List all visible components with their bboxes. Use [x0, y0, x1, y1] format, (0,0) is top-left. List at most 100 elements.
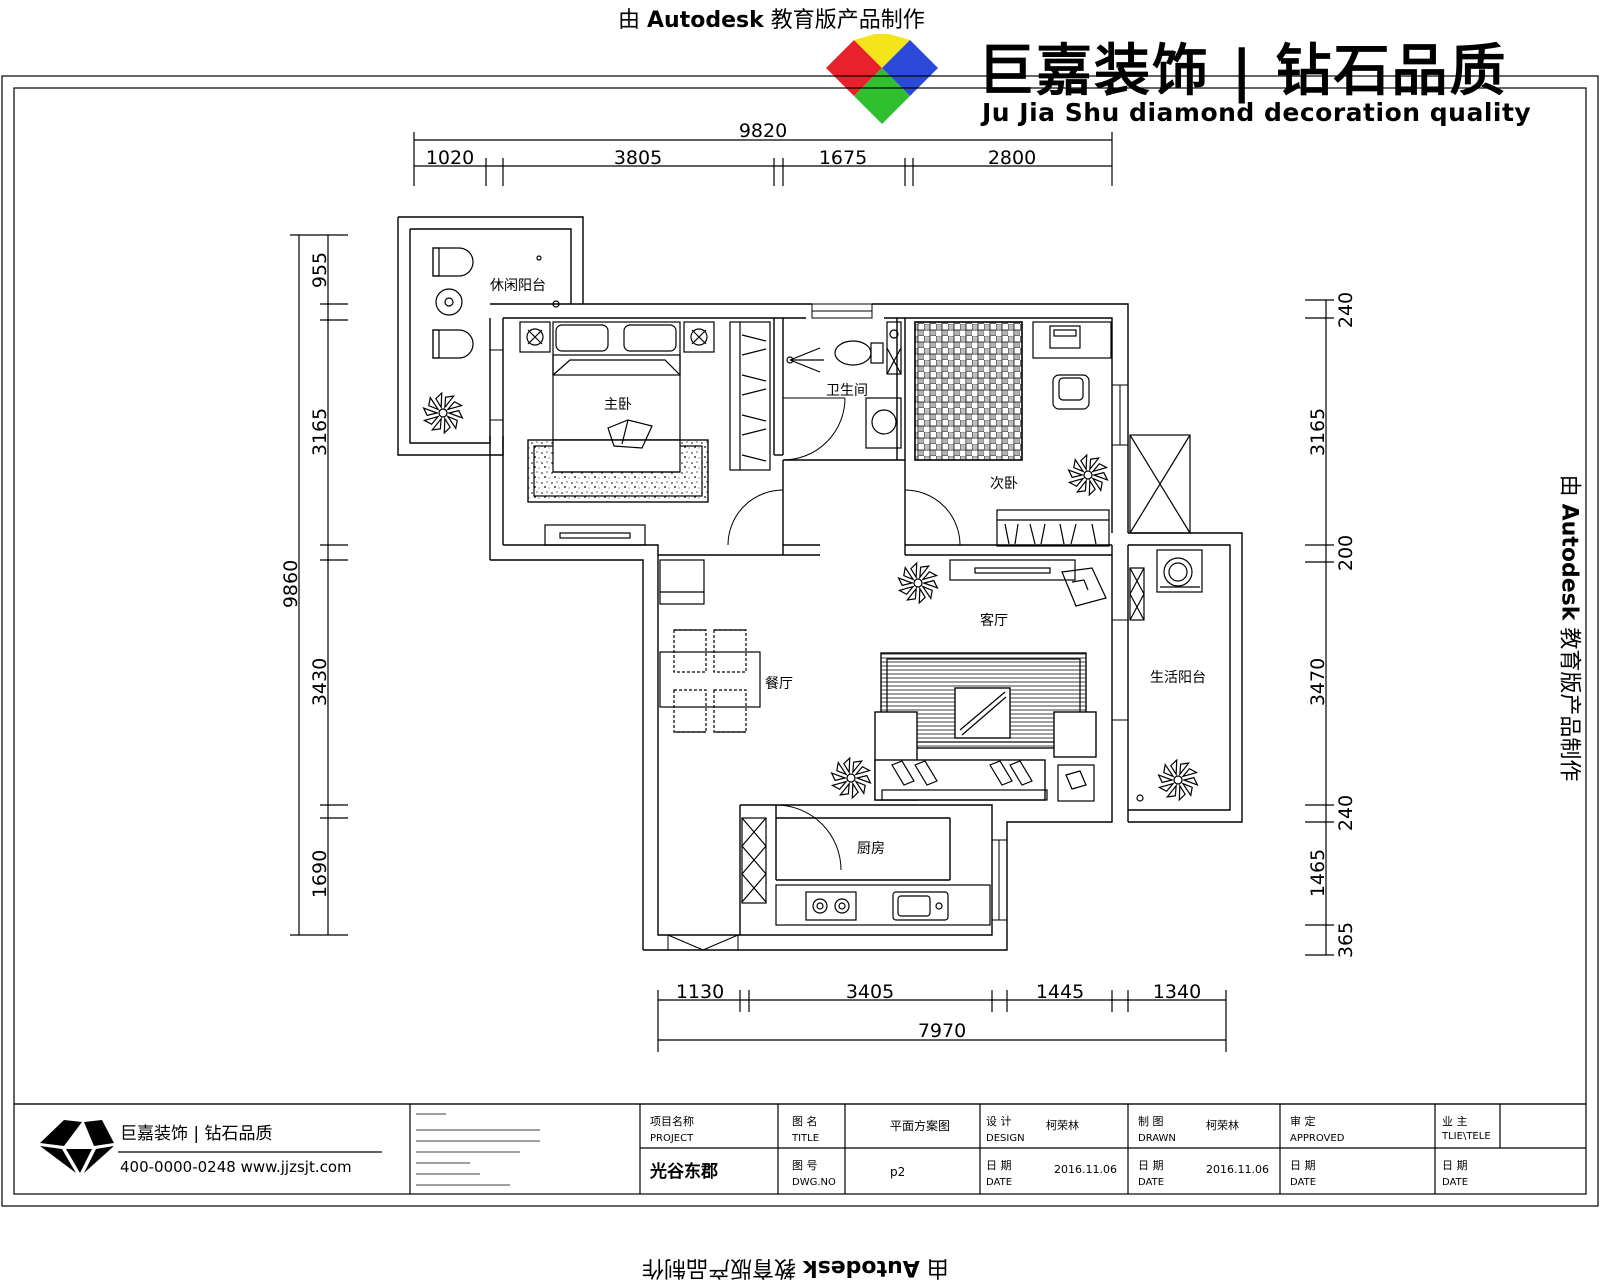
dim-left-3: 3430 — [309, 658, 331, 706]
dim-bottom — [657, 990, 1227, 1052]
second-wardrobe-icon — [996, 509, 1110, 547]
tb-dwg-label-cn: 图 号 — [792, 1159, 818, 1172]
dim-left — [290, 234, 348, 936]
side-table-icon — [1057, 764, 1095, 802]
watermark-top: 由 Autodesk 教育版产品制作 — [618, 2, 925, 34]
tb-drawn-label-cn: 制 图 — [1138, 1115, 1164, 1128]
sofa-icon — [874, 711, 1097, 801]
dim-left-total: 9860 — [280, 560, 302, 608]
tb-date-value-1: 2016.11.06 — [1054, 1163, 1117, 1176]
dim-top-1: 1020 — [426, 147, 474, 169]
dim-left-4: 1690 — [309, 850, 331, 898]
balcony-cabinet-icon — [1129, 567, 1145, 621]
room-label-kitchen: 厨房 — [857, 841, 885, 857]
windows — [489, 303, 1129, 951]
dim-left-2: 3165 — [309, 408, 331, 456]
dim-bottom-4: 1340 — [1153, 981, 1201, 1003]
watermark-suffix: 教育版产品制作 — [770, 8, 925, 33]
dim-bottom-total: 7970 — [918, 1020, 966, 1042]
dim-right-5: 240 — [1335, 795, 1357, 831]
dim-right — [1305, 299, 1334, 956]
pillow-decor-icon — [607, 419, 653, 449]
notes-fine-print — [416, 1113, 540, 1186]
watermark-prefix: 由 — [618, 8, 641, 33]
bathroom-sink-icon — [865, 397, 902, 449]
tb-company: 巨嘉装饰 | 钻石品质 — [120, 1124, 273, 1144]
tb-drawn-label-en: DRAWN — [1138, 1133, 1176, 1144]
dim-bottom-1: 1130 — [676, 981, 724, 1003]
dim-right-3: 200 — [1335, 535, 1357, 571]
stove-icon — [805, 891, 857, 921]
second-bed-icon — [914, 321, 1023, 461]
watermark-brand: Autodesk — [647, 8, 764, 33]
tb-date-label-en-2: DATE — [1138, 1177, 1165, 1188]
brand-name-cn: 巨嘉装饰 | 钻石品质 — [978, 39, 1508, 104]
room-label-second-bedroom: 次卧 — [990, 476, 1018, 492]
plants — [422, 391, 1199, 802]
plant-icon — [1157, 758, 1199, 802]
tb-approved-label-en: APPROVED — [1290, 1133, 1345, 1144]
tb-design-label-en: DESIGN — [986, 1133, 1025, 1144]
dim-top-4: 2800 — [988, 147, 1036, 169]
master-wardrobe-icon — [729, 321, 771, 471]
dim-top-2: 3805 — [614, 147, 662, 169]
dim-bottom-3: 1445 — [1036, 981, 1084, 1003]
tb-date-label-en-4: DATE — [1442, 1177, 1469, 1188]
walls — [397, 216, 1243, 951]
dim-right-2: 3165 — [1307, 408, 1329, 456]
logo-green-icon — [854, 68, 910, 124]
dim-left-1: 955 — [309, 252, 331, 288]
kitchen-sink-icon — [892, 891, 949, 921]
nightstand-right-icon — [683, 321, 715, 353]
dim-top — [413, 132, 1113, 186]
tb-date-value-2: 2016.11.06 — [1206, 1163, 1269, 1176]
sheet-outer-border — [1, 75, 1599, 1207]
balcony-chair-top-icon — [432, 247, 474, 277]
plant-icon — [830, 756, 872, 800]
tb-title-label-cn: 图 名 — [792, 1115, 818, 1128]
room-label-leisure-balcony: 休闲阳台 — [490, 278, 546, 294]
balcony-chair-bottom-icon — [432, 329, 474, 359]
fridge-icon — [659, 559, 705, 605]
desk-chair-icon — [1052, 374, 1090, 410]
dim-bottom-2: 3405 — [846, 981, 894, 1003]
tb-design-value: 柯荣林 — [1046, 1119, 1079, 1132]
tb-date-label-cn-1: 日 期 — [986, 1159, 1012, 1172]
kitchen-cabinet-icon — [741, 817, 767, 904]
counter-icon — [775, 884, 991, 926]
dim-right-7: 365 — [1335, 922, 1357, 958]
shaft-icon — [1129, 434, 1191, 534]
room-label-master-bedroom: 主卧 — [604, 397, 632, 413]
tb-date-label-cn-4: 日 期 — [1442, 1159, 1468, 1172]
plant-icon — [897, 561, 939, 605]
tb-date-label-cn-3: 日 期 — [1290, 1159, 1316, 1172]
tb-project-label-cn: 项目名称 — [650, 1115, 694, 1128]
logo-yellow-icon — [854, 34, 910, 68]
shower-icon — [786, 347, 824, 373]
title-block-logo-icon — [40, 1120, 114, 1173]
brand-logo — [826, 34, 938, 124]
tb-dwg-label-en: DWG.NO — [792, 1177, 836, 1188]
doors — [727, 397, 961, 871]
plant-icon — [1067, 453, 1109, 497]
tb-date-label-en-1: DATE — [986, 1177, 1013, 1188]
room-label-bathroom: 卫生间 — [826, 383, 868, 399]
room-label-living-room: 客厅 — [980, 612, 1008, 629]
bedroom-tv-cabinet-icon — [544, 524, 646, 546]
tb-drawn-value: 柯荣林 — [1206, 1119, 1239, 1132]
tb-approved-label-cn: 审 定 — [1290, 1115, 1316, 1128]
tb-design-label-cn: 设 计 — [986, 1115, 1012, 1128]
dim-top-total: 9820 — [739, 120, 787, 142]
toilet-icon — [834, 340, 884, 366]
balcony-table-icon — [435, 288, 463, 316]
desk-icon — [1032, 321, 1112, 359]
tb-title-label-en: TITLE — [792, 1133, 820, 1144]
tb-project-label-en: PROJECT — [650, 1133, 694, 1144]
tb-date-label-en-3: DATE — [1290, 1177, 1317, 1188]
title-block — [13, 1103, 1587, 1195]
room-label-dining-room: 餐厅 — [765, 676, 793, 692]
tb-client-label-en: TLIE\TELE — [1442, 1131, 1491, 1142]
tb-contact: 400-0000-0248 www.jjzsjt.com — [120, 1158, 352, 1176]
dim-right-1: 240 — [1335, 292, 1357, 328]
